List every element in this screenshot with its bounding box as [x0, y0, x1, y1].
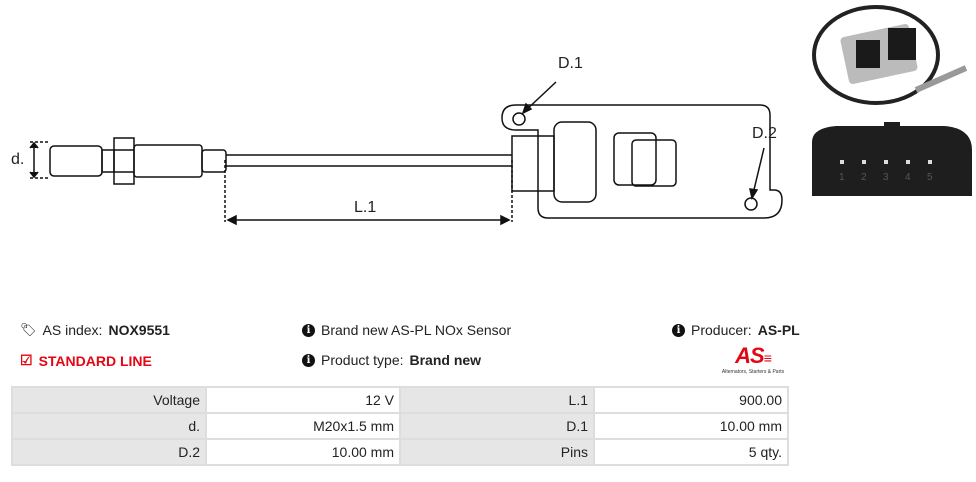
as-pl-logo: AS≡ Alternators, Starters & Parts: [721, 343, 785, 376]
sensor-tip: [49, 145, 103, 177]
info-icon: i: [302, 323, 315, 337]
line-label: STANDARD LINE: [38, 352, 152, 369]
standard-line: ☑ STANDARD LINE: [20, 352, 152, 369]
description: i Brand new AS-PL NOx Sensor: [302, 322, 511, 338]
product-type-value: Brand new: [409, 352, 482, 368]
tags-icon: 🏷: [20, 322, 37, 337]
spec-key: D.1: [399, 412, 595, 440]
pin-number: 4: [905, 172, 911, 183]
spec-value: 5 qty.: [593, 438, 789, 466]
pin-number: 1: [839, 172, 845, 183]
spec-value: 900.00: [593, 386, 789, 414]
spec-value: 10.00 mm: [593, 412, 789, 440]
info-icon: i: [302, 353, 315, 367]
product-type: i Product type: Brand new: [302, 352, 481, 368]
pin-number: 5: [927, 172, 933, 183]
d2-label: D.2: [752, 125, 777, 142]
checkbox-icon: ☑: [20, 352, 33, 368]
d1-label: D.1: [558, 55, 583, 72]
spec-key: Voltage: [11, 386, 207, 414]
producer-label: Producer:: [691, 322, 752, 338]
as-index-label: AS index:: [42, 322, 103, 338]
product-photo: 1 2 3 4 5: [812, 5, 972, 196]
spec-key: d.: [11, 412, 207, 440]
producer-value: AS-PL: [757, 322, 800, 338]
as-index: 🏷 AS index: NOX9551: [20, 322, 170, 338]
sensor-nut: [113, 137, 135, 185]
d-label: d.: [11, 151, 25, 168]
pin-number: 2: [861, 172, 867, 183]
spec-value: M20x1.5 mm: [205, 412, 401, 440]
as-index-value: NOX9551: [108, 322, 170, 338]
info-icon: i: [672, 323, 685, 337]
spec-value: 10.00 mm: [205, 438, 401, 466]
l1-label: L.1: [354, 199, 377, 216]
technical-drawing: [29, 81, 783, 226]
product-type-label: Product type:: [321, 352, 404, 368]
connector: [511, 135, 555, 192]
spec-key: L.1: [399, 386, 595, 414]
spec-value: 12 V: [205, 386, 401, 414]
spec-key: Pins: [399, 438, 595, 466]
sensor-module: [501, 104, 783, 219]
description-text: Brand new AS-PL NOx Sensor: [321, 322, 512, 338]
spec-key: D.2: [11, 438, 207, 466]
producer: i Producer: AS-PL: [672, 322, 800, 338]
pin-number: 3: [883, 172, 889, 183]
